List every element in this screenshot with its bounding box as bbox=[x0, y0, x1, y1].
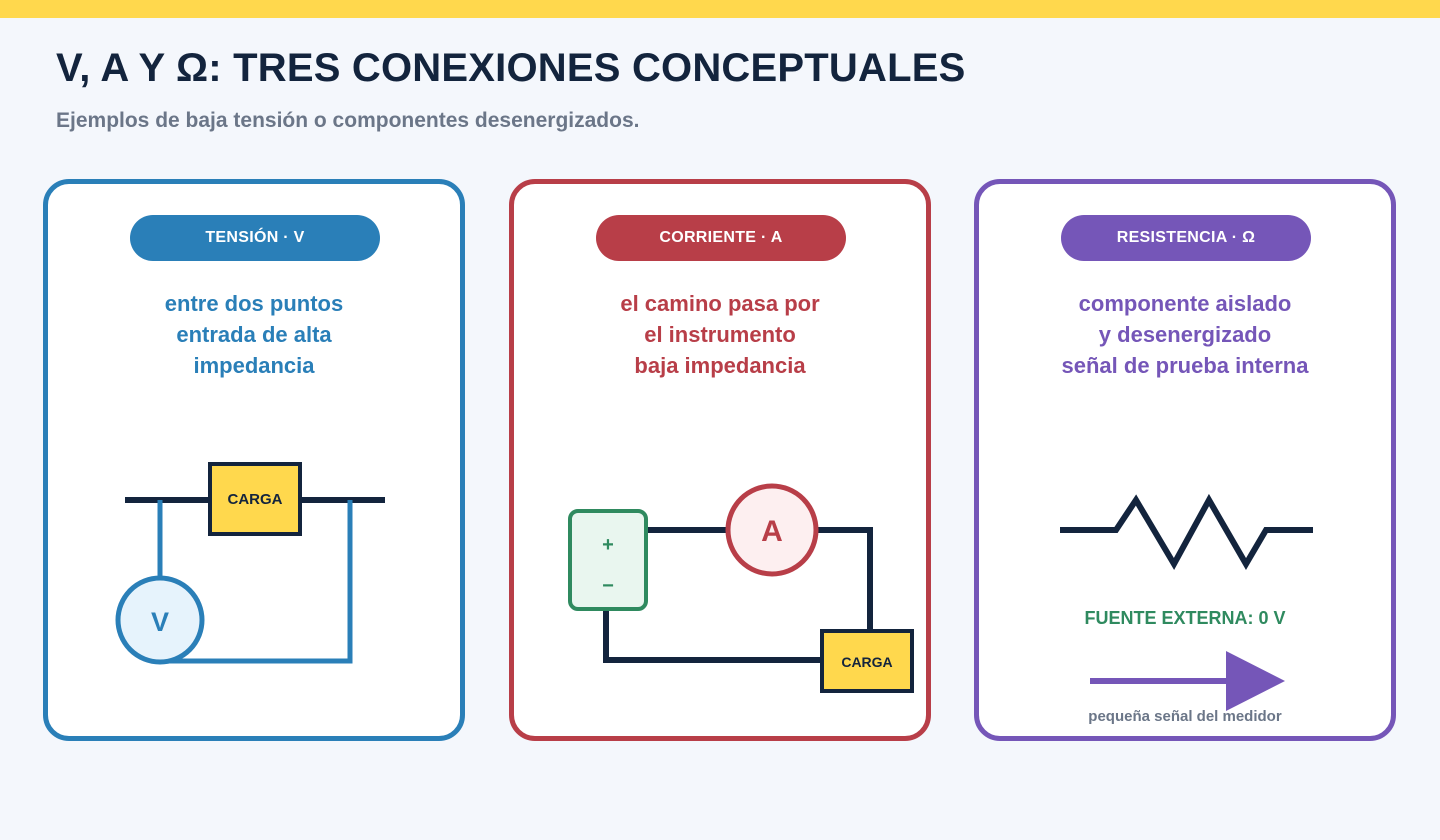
ammeter-diagram: + − A CARGA bbox=[568, 483, 914, 693]
resistance-line-3: señal de prueba interna bbox=[1061, 353, 1309, 378]
load-label: CARGA bbox=[841, 654, 892, 670]
resistance-pill: RESISTENCIA · Ω bbox=[1061, 215, 1311, 261]
resistance-description: componente aislado y desenergizado señal… bbox=[979, 288, 1391, 381]
resistor-diagram: FUENTE EXTERNA: 0 V pequeña señal del me… bbox=[1060, 493, 1313, 725]
current-line-1: el camino pasa por bbox=[620, 291, 820, 316]
resistance-line-2: y desenergizado bbox=[1098, 322, 1272, 347]
current-description: el camino pasa por el instrumento baja i… bbox=[514, 288, 926, 381]
page-title: V, A Y Ω: TRES CONEXIONES CONCEPTUALES bbox=[56, 46, 966, 90]
current-line-3: baja impedancia bbox=[634, 353, 806, 378]
load-box bbox=[820, 629, 914, 693]
voltage-line-2: entrada de alta bbox=[176, 322, 332, 347]
source-minus-sign: − bbox=[602, 575, 614, 597]
page-subtitle: Ejemplos de baja tensión o componentes d… bbox=[56, 109, 640, 132]
voltage-card: TENSIÓN · V entre dos puntos entrada de … bbox=[43, 179, 465, 741]
current-card: CORRIENTE · A el camino pasa por el inst… bbox=[509, 179, 931, 741]
load-label: CARGA bbox=[228, 491, 283, 508]
load-box bbox=[208, 462, 302, 536]
top-accent-bar bbox=[0, 0, 1440, 18]
current-line-2: el instrumento bbox=[644, 322, 796, 347]
voltage-line-1: entre dos puntos bbox=[164, 291, 344, 316]
ammeter-symbol: A bbox=[761, 515, 783, 548]
ammeter-icon bbox=[725, 483, 819, 577]
source-plus-sign: + bbox=[602, 534, 614, 556]
voltage-line-3: impedancia bbox=[193, 353, 315, 378]
battery-source bbox=[568, 509, 648, 611]
voltage-pill: TENSIÓN · V bbox=[130, 215, 380, 261]
external-source-label: FUENTE EXTERNA: 0 V bbox=[1084, 608, 1285, 628]
resistance-line-1: componente aislado bbox=[1078, 291, 1292, 316]
voltmeter-symbol: V bbox=[151, 607, 169, 637]
resistance-card: RESISTENCIA · Ω componente aislado y des… bbox=[974, 179, 1396, 741]
signal-label: pequeña señal del medidor bbox=[1088, 708, 1282, 725]
voltage-description: entre dos puntos entrada de alta impedan… bbox=[48, 288, 460, 381]
probe-lead-right bbox=[160, 500, 353, 664]
voltmeter-diagram: CARGA V bbox=[115, 462, 385, 665]
wire-meter-to-load bbox=[816, 527, 873, 632]
current-pill: CORRIENTE · A bbox=[596, 215, 846, 261]
resistor-icon bbox=[1060, 493, 1313, 571]
wire-load-to-source bbox=[603, 608, 820, 663]
voltmeter-icon bbox=[115, 575, 205, 665]
arrow-right-icon bbox=[1226, 651, 1285, 711]
